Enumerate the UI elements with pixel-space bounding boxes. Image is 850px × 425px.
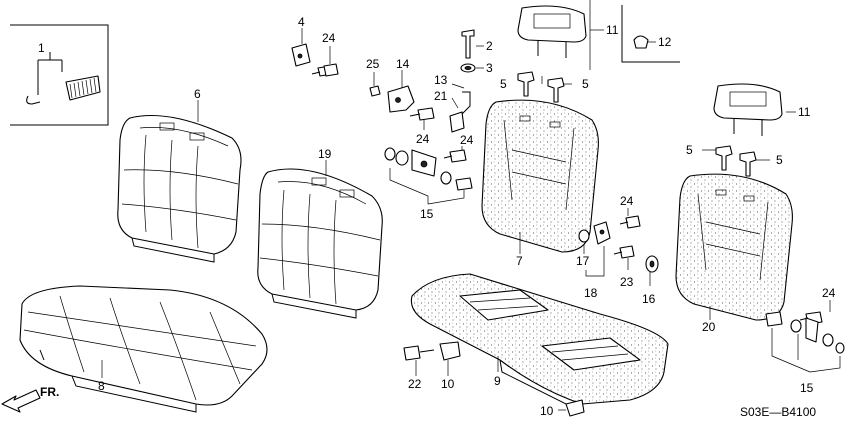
callout-3: 3 [486,61,493,75]
hog-ring-clip-icon [26,75,101,105]
callout-4: 4 [298,15,305,29]
callout-14: 14 [396,57,410,71]
callout-25: 25 [366,57,380,71]
callout-5: 5 [776,153,783,167]
callout-13: 13 [434,73,448,87]
callout-12: 12 [658,35,672,49]
callout-17: 17 [576,254,590,268]
callout-15: 15 [800,381,814,395]
striker-icon [578,221,611,245]
seat-back-cover-left [117,114,242,263]
hook-icon [439,341,585,417]
seat-back-pad-right [675,173,793,321]
bushing-icon [460,63,476,73]
lock-assembly-icon [387,85,415,113]
callout-24: 24 [416,132,430,146]
bolt-icon [369,85,381,97]
callout-5: 5 [500,77,507,91]
front-direction-arrow-icon [1,389,41,413]
seat-cushion-pad [410,273,669,413]
callout-11: 11 [606,23,619,37]
callout-24: 24 [460,133,474,147]
headrest-center [517,5,587,58]
seat-cushion-cover [19,285,268,413]
leader-lines [101,0,841,411]
hinge-bracket-icon [384,147,473,191]
headrest-guide-icon [517,71,757,177]
callout-5: 5 [686,143,693,157]
seat-back-cover-center [257,168,383,319]
grommet-icon [645,255,659,273]
callout-23: 23 [620,275,634,289]
callout-labels: 1 2 3 4 5 5 5 5 6 7 8 9 10 10 11 11 12 1… [38,15,836,418]
callout-10: 10 [441,377,455,391]
callout-21: 21 [434,89,448,103]
callout-6: 6 [194,87,201,101]
bolt-icon [403,345,435,361]
callout-2: 2 [486,39,493,53]
direction-label: FR. [40,385,59,399]
callout-24: 24 [822,286,836,300]
callout-9: 9 [494,374,501,388]
callout-11: 11 [798,105,811,119]
callout-24: 24 [620,194,634,208]
bolt-icon [323,63,823,325]
bracket-icon [291,43,311,67]
screw-icon [461,29,475,59]
cap-icon [633,35,649,49]
catalog-code: S03E—B4100 [740,405,816,419]
clip-inset [10,24,109,126]
callout-5: 5 [582,77,589,91]
callout-1: 1 [38,41,45,55]
callout-24: 24 [322,31,336,45]
callout-16: 16 [642,292,656,306]
hinge-bracket-icon [765,311,845,354]
seat-back-pad-center [481,99,599,253]
callout-15: 15 [420,207,434,221]
release-rod-icon [449,91,471,133]
callout-7: 7 [516,254,523,268]
bolt-icon [613,245,635,259]
callout-18: 18 [584,286,598,300]
callout-20: 20 [702,320,716,334]
callout-8: 8 [98,379,105,393]
callout-22: 22 [408,377,422,391]
callout-10: 10 [540,404,554,418]
headrest-right [713,83,783,136]
callout-19: 19 [318,147,332,161]
